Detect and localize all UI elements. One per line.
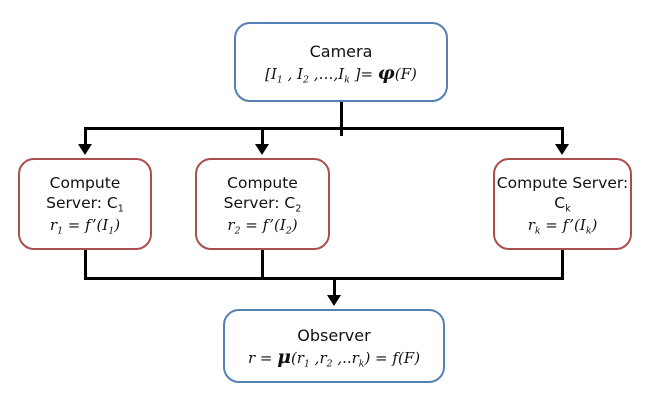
arrow-down-icon [555, 144, 569, 155]
observer-node: Observer r = μ(r1 ,r2 ,..rk) = f(F) [223, 309, 445, 383]
compute-server-2-formula: r2 = f’(I2) [227, 215, 298, 237]
connector-top-bus [84, 127, 564, 130]
connector-server1-drop [84, 250, 87, 280]
connector-observer-line [333, 277, 336, 297]
connector-camera-stub [340, 102, 343, 136]
camera-node: Camera [I1 , I2 ,…,Ik ]= φ(F) [234, 22, 448, 102]
arrow-down-icon [78, 144, 92, 155]
connector-arrow3-line [561, 127, 564, 146]
compute-server-k-node: Compute Server: Ck rk = f’(Ik) [493, 158, 632, 250]
compute-server-2-node: Compute Server: C2 r2 = f’(I2) [195, 158, 330, 250]
compute-server-1-formula: r1 = f’(I1) [49, 215, 121, 237]
compute-server-2-title: Compute Server: C2 [223, 174, 302, 214]
connector-arrow1-line [84, 127, 87, 146]
camera-formula: [I1 , I2 ,…,Ik ]= φ(F) [265, 61, 417, 85]
arrow-down-icon [327, 295, 341, 306]
compute-server-k-formula: rk = f’(Ik) [527, 215, 598, 237]
camera-title: Camera [309, 41, 373, 61]
observer-formula: r = μ(r1 ,r2 ,..rk) = f(F) [247, 345, 421, 369]
connector-arrow2-line [261, 127, 264, 146]
compute-server-k-title: Compute Server: Ck [496, 174, 629, 214]
connector-server3-drop [561, 250, 564, 280]
compute-server-1-title: Compute Server: C1 [46, 174, 124, 214]
connector-server2-drop [261, 250, 264, 280]
compute-server-1-node: Compute Server: C1 r1 = f’(I1) [18, 158, 152, 250]
arrow-down-icon [255, 144, 269, 155]
connector-bottom-bus [84, 277, 564, 280]
observer-title: Observer [297, 325, 371, 345]
